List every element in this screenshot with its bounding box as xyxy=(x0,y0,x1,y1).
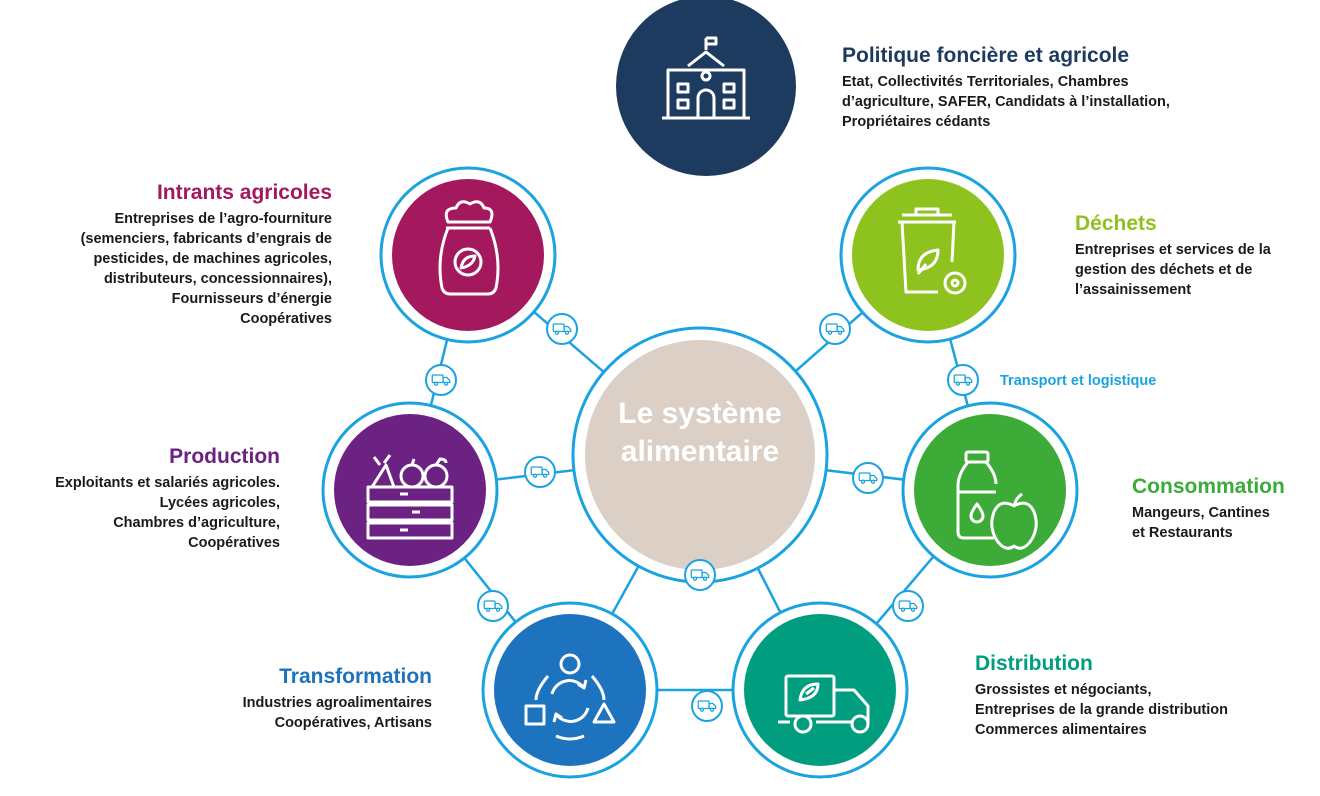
delivery-truck-icon xyxy=(778,674,870,734)
truck-badge xyxy=(546,313,578,345)
waste-bin-icon xyxy=(898,207,967,295)
label-distribution: Distribution Grossistes et négociants, E… xyxy=(975,652,1315,740)
node-dechets xyxy=(839,166,1017,344)
dechets-text: Entreprises et services de la gestion de… xyxy=(1075,242,1271,298)
node-intrants xyxy=(379,166,557,344)
dechets-title: Déchets xyxy=(1075,212,1157,235)
truck-badge xyxy=(892,590,924,622)
label-politique: Politique foncière et agricole Etat, Col… xyxy=(842,44,1282,132)
politique-title: Politique foncière et agricole xyxy=(842,44,1130,67)
intrants-text: Entreprises de l’agro-fourniture (semenc… xyxy=(80,211,332,327)
truck-badge xyxy=(425,364,457,396)
distribution-title: Distribution xyxy=(975,652,1093,675)
node-politique xyxy=(616,0,796,176)
consommation-text: Mangeurs, Cantines et Restaurants xyxy=(1132,505,1270,541)
node-distribution xyxy=(731,601,909,779)
label-intrants: Intrants agricoles Entreprises de l’agro… xyxy=(20,181,332,329)
politique-text: Etat, Collectivités Territoriales, Chamb… xyxy=(842,74,1170,130)
node-production xyxy=(321,401,499,579)
shapes-cycle-icon xyxy=(524,653,616,741)
truck-badge xyxy=(819,313,851,345)
node-consommation xyxy=(901,401,1079,579)
production-text: Exploitants et salariés agricoles. Lycée… xyxy=(55,475,280,551)
consommation-title: Consommation xyxy=(1132,475,1285,498)
intrants-title: Intrants agricoles xyxy=(156,181,332,204)
label-transformation: Transformation Industries agroalimentair… xyxy=(160,665,432,733)
truck-badge xyxy=(684,559,716,591)
bottle-apple-icon xyxy=(956,450,1038,550)
transformation-text: Industries agroalimentaires Coopératives… xyxy=(242,695,432,731)
truck-badge xyxy=(524,456,556,488)
node-transformation xyxy=(481,601,659,779)
town-hall-icon xyxy=(662,36,750,120)
produce-crate-icon xyxy=(366,454,454,540)
label-consommation: Consommation Mangeurs, Cantines et Resta… xyxy=(1132,475,1317,543)
label-production: Production Exploitants et salariés agric… xyxy=(0,445,280,553)
truck-badge xyxy=(947,364,979,396)
center-title: Le système alimentaire xyxy=(618,397,782,468)
distribution-text: Grossistes et négociants, Entreprises de… xyxy=(975,682,1228,738)
seed-bag-icon xyxy=(438,200,500,296)
truck-badge xyxy=(477,590,509,622)
transport-label: Transport et logistique xyxy=(1000,373,1157,389)
transformation-title: Transformation xyxy=(279,665,432,688)
transport-badges xyxy=(425,313,979,722)
label-dechets: Déchets Entreprises et services de la ge… xyxy=(1075,212,1320,300)
production-title: Production xyxy=(169,445,280,468)
truck-badge xyxy=(852,462,884,494)
truck-badge xyxy=(691,690,723,722)
